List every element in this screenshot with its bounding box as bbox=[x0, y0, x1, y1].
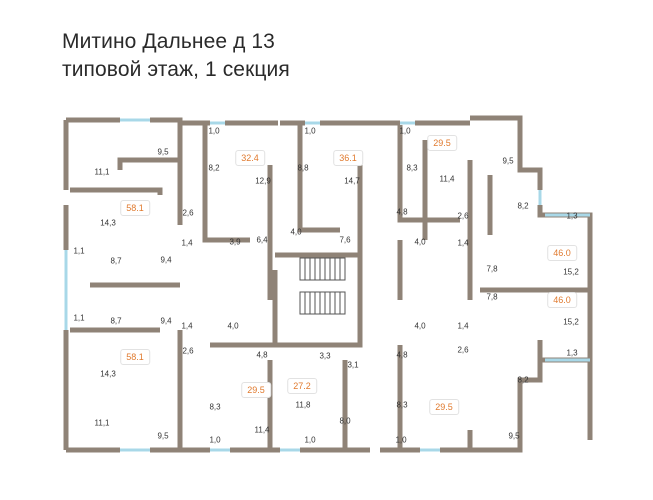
room-area-label: 15,2 bbox=[563, 267, 579, 277]
room-area-label: 15,2 bbox=[563, 317, 579, 327]
room-area-label: 1,3 bbox=[566, 211, 578, 221]
room-area-label: 1,4 bbox=[457, 321, 469, 331]
room-area-label: 4,8 bbox=[396, 207, 408, 217]
room-area-label: 1,3 bbox=[566, 348, 578, 358]
apartment-area-badge[interactable]: 32.4 bbox=[235, 150, 265, 166]
room-area-label: 14,3 bbox=[100, 369, 116, 379]
room-area-label: 3,1 bbox=[347, 360, 359, 370]
plan-subtitle: типовой этаж, 1 секция bbox=[62, 58, 290, 81]
room-area-label: 7,8 bbox=[486, 292, 498, 302]
room-area-label: 4,8 bbox=[256, 350, 268, 360]
room-area-label: 12,9 bbox=[255, 176, 271, 186]
room-area-label: 1,0 bbox=[395, 435, 407, 445]
room-area-label: 1,4 bbox=[181, 238, 193, 248]
room-area-label: 8,0 bbox=[339, 416, 351, 426]
room-area-label: 2,6 bbox=[182, 208, 194, 218]
room-area-label: 1,0 bbox=[208, 126, 220, 136]
room-area-label: 2,6 bbox=[457, 345, 469, 355]
room-area-label: 1,1 bbox=[73, 246, 85, 256]
room-area-label: 11,1 bbox=[94, 167, 110, 177]
room-area-label: 4,0 bbox=[414, 321, 426, 331]
staircase bbox=[299, 257, 346, 315]
room-area-label: 9,5 bbox=[502, 156, 514, 166]
room-area-label: 2,6 bbox=[182, 346, 194, 356]
room-area-label: 14,7 bbox=[344, 176, 360, 186]
room-area-label: 7,6 bbox=[339, 235, 351, 245]
outer-wall bbox=[63, 117, 183, 453]
apartment-area-badge[interactable]: 46.0 bbox=[547, 292, 577, 308]
room-area-label: 3,3 bbox=[319, 351, 331, 361]
room-area-label: 1,0 bbox=[209, 435, 221, 445]
room-area-label: 1,0 bbox=[304, 435, 316, 445]
room-area-label: 11,4 bbox=[254, 425, 270, 435]
apartment-area-badge[interactable]: 36.1 bbox=[333, 150, 363, 166]
room-area-label: 1,0 bbox=[304, 126, 316, 136]
room-area-label: 9,5 bbox=[508, 431, 520, 441]
room-area-label: 1,0 bbox=[399, 126, 411, 136]
walls bbox=[63, 115, 593, 453]
windows bbox=[64, 118, 590, 452]
room-area-label: 9,4 bbox=[160, 316, 172, 326]
apartment-area-badge[interactable]: 29.5 bbox=[241, 382, 271, 398]
room-area-label: 14,3 bbox=[100, 218, 116, 228]
room-area-label: 1,4 bbox=[457, 238, 469, 248]
apartment-area-badge[interactable]: 58.1 bbox=[120, 349, 150, 365]
apartment-area-badge[interactable]: 46.0 bbox=[547, 245, 577, 261]
room-area-label: 4,8 bbox=[396, 350, 408, 360]
room-area-label: 8,3 bbox=[396, 400, 408, 410]
room-area-label: 8,2 bbox=[517, 201, 529, 211]
room-area-label: 9,5 bbox=[157, 147, 169, 157]
room-area-label: 8,7 bbox=[110, 256, 122, 266]
inner-walls bbox=[70, 125, 473, 450]
room-area-label: 6,4 bbox=[256, 235, 268, 245]
room-area-label: 7,8 bbox=[486, 264, 498, 274]
apartment-area-badge[interactable]: 29.5 bbox=[429, 399, 459, 415]
room-area-label: 8,2 bbox=[208, 163, 220, 173]
room-area-label: 9,4 bbox=[160, 255, 172, 265]
apartment-area-badge[interactable]: 27.2 bbox=[287, 378, 317, 394]
room-area-label: 4,0 bbox=[227, 321, 239, 331]
room-area-label: 9,5 bbox=[157, 431, 169, 441]
room-area-label: 1,4 bbox=[181, 321, 193, 331]
room-area-label: 8,7 bbox=[110, 316, 122, 326]
room-area-label: 8,2 bbox=[517, 375, 529, 385]
room-area-label: 8,3 bbox=[406, 163, 418, 173]
outer-wall-bottom bbox=[180, 340, 543, 453]
room-area-label: 4,0 bbox=[414, 237, 426, 247]
apartment-area-badge[interactable]: 29.5 bbox=[427, 135, 457, 151]
room-area-label: 4,0 bbox=[290, 227, 302, 237]
room-area-label: 11,8 bbox=[295, 400, 311, 410]
plan-title: Митино Дальнее д 13 bbox=[62, 30, 275, 53]
room-area-label: 1,1 bbox=[73, 313, 85, 323]
apartment-area-badge[interactable]: 58.1 bbox=[120, 200, 150, 216]
room-area-label: 11,4 bbox=[439, 174, 455, 184]
room-area-label: 8,8 bbox=[297, 163, 309, 173]
room-area-label: 3,9 bbox=[229, 237, 241, 247]
room-area-label: 2,6 bbox=[457, 211, 469, 221]
room-area-label: 11,1 bbox=[94, 418, 110, 428]
room-area-label: 8,3 bbox=[209, 402, 221, 412]
